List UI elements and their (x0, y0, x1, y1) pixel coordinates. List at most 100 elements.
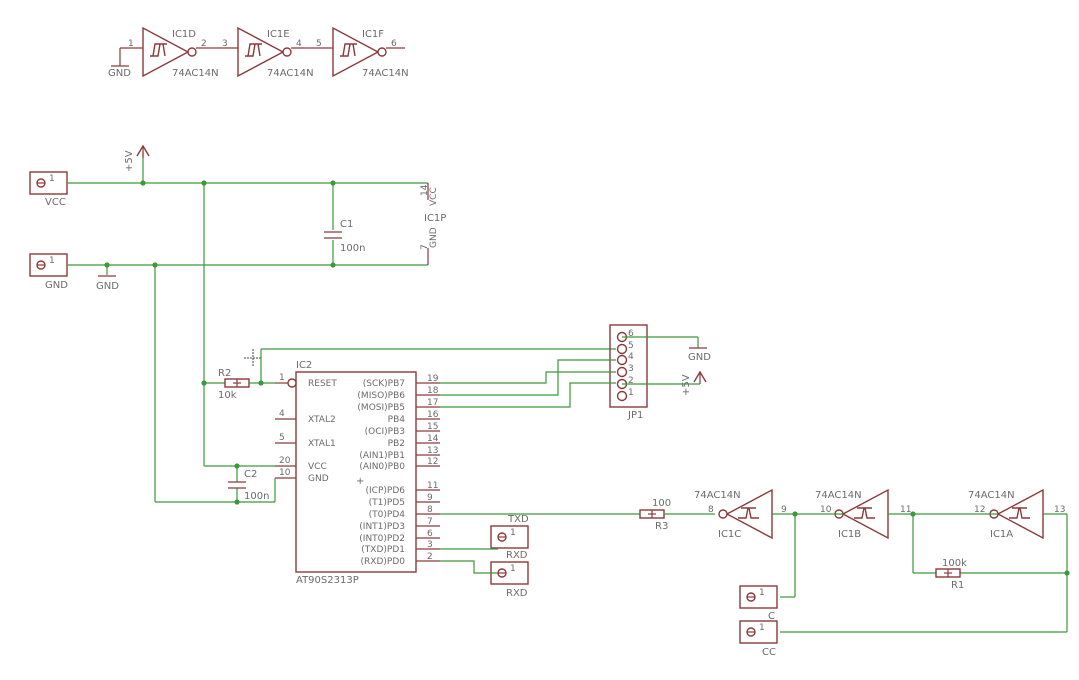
vcc-conn-name: VCC (45, 197, 66, 208)
jp1-pin-hole (616, 390, 628, 402)
jp1-pin-num: 4 (628, 352, 634, 362)
ic2-left-pin-label: RESET (308, 379, 337, 389)
ic2-left-pin-label: XTAL1 (308, 439, 336, 449)
ic2-right-pin-label: (T0)PD4 (369, 510, 406, 520)
ic2-right-pin-label: (MISO)PB6 (357, 391, 405, 401)
ic1e-type: 74AC14N (267, 68, 314, 79)
ic2-right-pin-label: (T1)PD5 (369, 498, 405, 508)
rxd-conn-pin: 1 (510, 564, 516, 574)
header-jp1: JP1 (609, 324, 648, 421)
gate-ic1c: 74AC14N IC1C 8 9 (694, 488, 787, 540)
gate-ic1b: 74AC14N IC1B 10 11 (815, 488, 911, 540)
ic2-right-pin-num: 9 (427, 493, 433, 503)
ic1a-type: 74AC14N (968, 490, 1015, 501)
ic1a-name: IC1A (990, 529, 1013, 540)
gnd-symbol-jp1: GND (688, 347, 711, 363)
ic2-left-pin-label: VCC (308, 462, 327, 472)
ic1p-gnd-pin: 7 (420, 244, 430, 250)
c-conn-pin: 1 (759, 588, 765, 598)
ic2-left-pin-num: 5 (279, 433, 285, 443)
ic2-left-pin-num: 1 (279, 373, 285, 383)
vcc-conn-pin: 1 (49, 174, 55, 184)
ic1p-vcc-label: VCC (429, 187, 439, 206)
c1-name: C1 (340, 219, 353, 230)
gate-ic1d: IC1D 74AC14N 1 2 GND (108, 26, 238, 79)
ic2-right-pin-num: 11 (427, 481, 438, 491)
txd-conn-pin: 1 (510, 528, 516, 538)
r2-name: R2 (218, 368, 231, 379)
cc-conn-pin: 1 (759, 623, 765, 633)
ic1c-pin-out: 9 (781, 505, 787, 515)
capacitor-c1: C1 100n (324, 219, 365, 254)
plus5v-symbol-jp1: +5V (681, 370, 707, 396)
ic2-left-pin-num: 10 (279, 468, 291, 478)
ic2-right-pin-label: (AIN0)PB0 (359, 462, 405, 472)
ic2-right-pin-num: 15 (427, 422, 438, 432)
resistor-r3: 100 R3 (639, 498, 671, 532)
ic1c-name: IC1C (718, 529, 741, 540)
connector-vcc: 1 VCC (29, 171, 68, 208)
connector-cc: 1 CC (739, 620, 778, 658)
ic2-left-pin-num: 4 (279, 409, 285, 419)
ic1c-type: 74AC14N (694, 490, 741, 501)
ic1b-type: 74AC14N (815, 490, 862, 501)
c2-value: 100n (244, 491, 269, 502)
ic1d-type: 74AC14N (172, 68, 219, 79)
ic2-right-pin-num: 12 (427, 457, 438, 467)
r3-name: R3 (655, 521, 668, 532)
plus5v-label-top: +5V (124, 150, 135, 172)
ic2-right-pin-num: 18 (427, 386, 439, 396)
jp1-pin-num: 2 (628, 376, 634, 386)
r2-value: 10k (218, 390, 237, 401)
crosshair-icon (244, 349, 262, 367)
r1-value: 100k (942, 558, 967, 569)
gate-ic1f: IC1F 74AC14N 5 6 (316, 26, 409, 79)
ic1b-pin-out: 11 (900, 505, 911, 515)
ic1a-pin-in: 12 (974, 505, 985, 515)
ic1p-power: 14 VCC IC1P 7 GND (420, 183, 446, 265)
ic1b-pin-in: 10 (820, 505, 832, 515)
ic2-left-pin-num: 20 (279, 456, 291, 466)
ic1f-pin-in: 5 (316, 39, 322, 49)
ic1f-name: IC1F (362, 29, 384, 40)
txd-conn-name: TXD (507, 514, 529, 525)
rxd-conn-name: RXD (506, 588, 528, 599)
gnd-symbol-mid: GND (96, 275, 119, 292)
ic2-right-pin-num: 3 (427, 540, 433, 550)
r1-name: R1 (951, 580, 964, 591)
ic2-right-pin-label: (SCK)PB7 (363, 379, 405, 389)
jp1-pin-hole (616, 354, 628, 366)
ic1d-pin-in: 1 (128, 39, 134, 49)
ic1p-gnd-label: GND (429, 227, 439, 248)
rxd-overlap-name: RXD (506, 550, 528, 561)
ic1e-pin-out: 4 (296, 39, 302, 49)
r3-value: 100 (652, 498, 671, 509)
plus5v-label-jp1: +5V (681, 374, 692, 396)
cc-conn-name: CC (762, 647, 776, 658)
connector-rxd: 1 RXD (490, 561, 529, 599)
gate-ic1e: IC1E 74AC14N 3 4 (222, 26, 333, 79)
jp1-pin-num: 3 (628, 364, 634, 374)
c1-value: 100n (340, 243, 365, 254)
ic2-right-pin-label: PB4 (388, 415, 406, 425)
ic2-right-pin-num: 2 (427, 552, 433, 562)
ic1e-name: IC1E (267, 29, 290, 40)
ic2-right-pin-num: 19 (427, 374, 439, 384)
ic2-right-pin-label: (OCI)PB3 (365, 427, 405, 437)
ic2-right-pin-num: 13 (427, 446, 438, 456)
ic1a-pin-out: 13 (1054, 505, 1065, 515)
ic2-right-pin-label: (AIN1)PB1 (359, 451, 405, 461)
ic1f-type: 74AC14N (362, 68, 409, 79)
jp1-pin-num: 6 (628, 329, 634, 339)
jp1-pin-hole (616, 343, 628, 355)
ic1p-vcc-pin: 14 (420, 184, 430, 196)
ic2-right-pin-label: (RXD)PD0 (361, 557, 406, 567)
capacitor-c2: C2 100n (155, 465, 276, 503)
ic2-right-pin-num: 7 (427, 517, 433, 527)
resistor-r1: 100k R1 (935, 558, 967, 591)
ic2-right-pin-label: (MOSI)PB5 (357, 403, 405, 413)
